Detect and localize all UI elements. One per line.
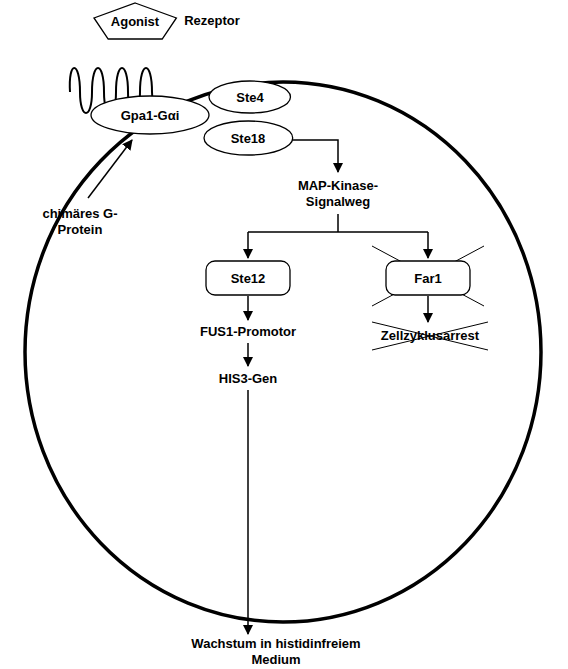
- pathway-label: MAP-Kinase-Signalweg: [292, 178, 384, 209]
- promoter-label: FUS1-Promotor: [200, 324, 296, 340]
- receptor-symbol: [70, 68, 193, 122]
- receptor-label: Rezeptor: [184, 13, 240, 29]
- signal-arrow: [290, 140, 338, 172]
- signal-arrow: [247, 296, 249, 320]
- protein-label: chimäres G-Protein: [40, 206, 120, 237]
- transcription-factor-box: Ste12: [205, 260, 291, 296]
- branch-line: [248, 214, 428, 232]
- outcome-label: Wachstum in histidinfreiem Medium: [176, 636, 376, 667]
- g-beta-ellipse: Ste4: [208, 80, 291, 114]
- node-text: Ste4: [208, 80, 291, 114]
- node-text: Ste12: [205, 260, 291, 296]
- node-text: Far1: [385, 260, 471, 296]
- signal-arrow: [247, 232, 249, 258]
- node-text: Ste18: [203, 120, 294, 156]
- signal-arrow: [427, 296, 429, 322]
- ligand-pentagon: Agonist: [93, 2, 177, 40]
- cross-out: [372, 246, 484, 306]
- cross-out: [372, 322, 488, 350]
- gene-label: HIS3-Gen: [219, 371, 278, 387]
- g-alpha-ellipse: Gpa1-Gαi: [90, 95, 210, 135]
- signal-arrow: [427, 232, 429, 258]
- signal-arrow: [247, 343, 249, 366]
- pointer-arrow: [88, 140, 132, 198]
- signal-arrow: [247, 390, 249, 634]
- arrest-factor-box: Far1: [385, 260, 471, 296]
- effect-label: Zellzyklusarrest: [381, 328, 479, 344]
- cell-membrane: [25, 82, 541, 622]
- g-gamma-ellipse: Ste18: [203, 120, 294, 156]
- node-text: Agonist: [93, 2, 177, 40]
- node-text: Gpa1-Gαi: [90, 95, 210, 135]
